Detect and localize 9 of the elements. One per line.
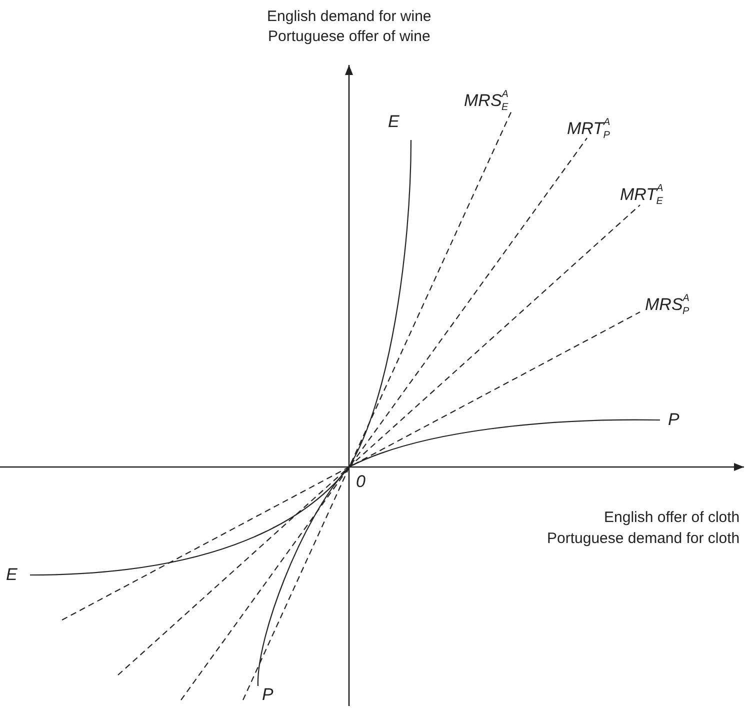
curve-label: E [6,566,18,584]
axis-title: Portuguese demand for cloth [547,530,740,548]
curve-label: P [668,411,680,429]
axis-title: Portuguese offer of wine [268,28,430,46]
axis-title: English offer of cloth [604,509,740,527]
axis-title: English demand for wine [267,8,432,26]
curve-label: E [388,113,400,131]
curve-label: P [262,686,274,704]
origin-label: 0 [356,473,366,491]
